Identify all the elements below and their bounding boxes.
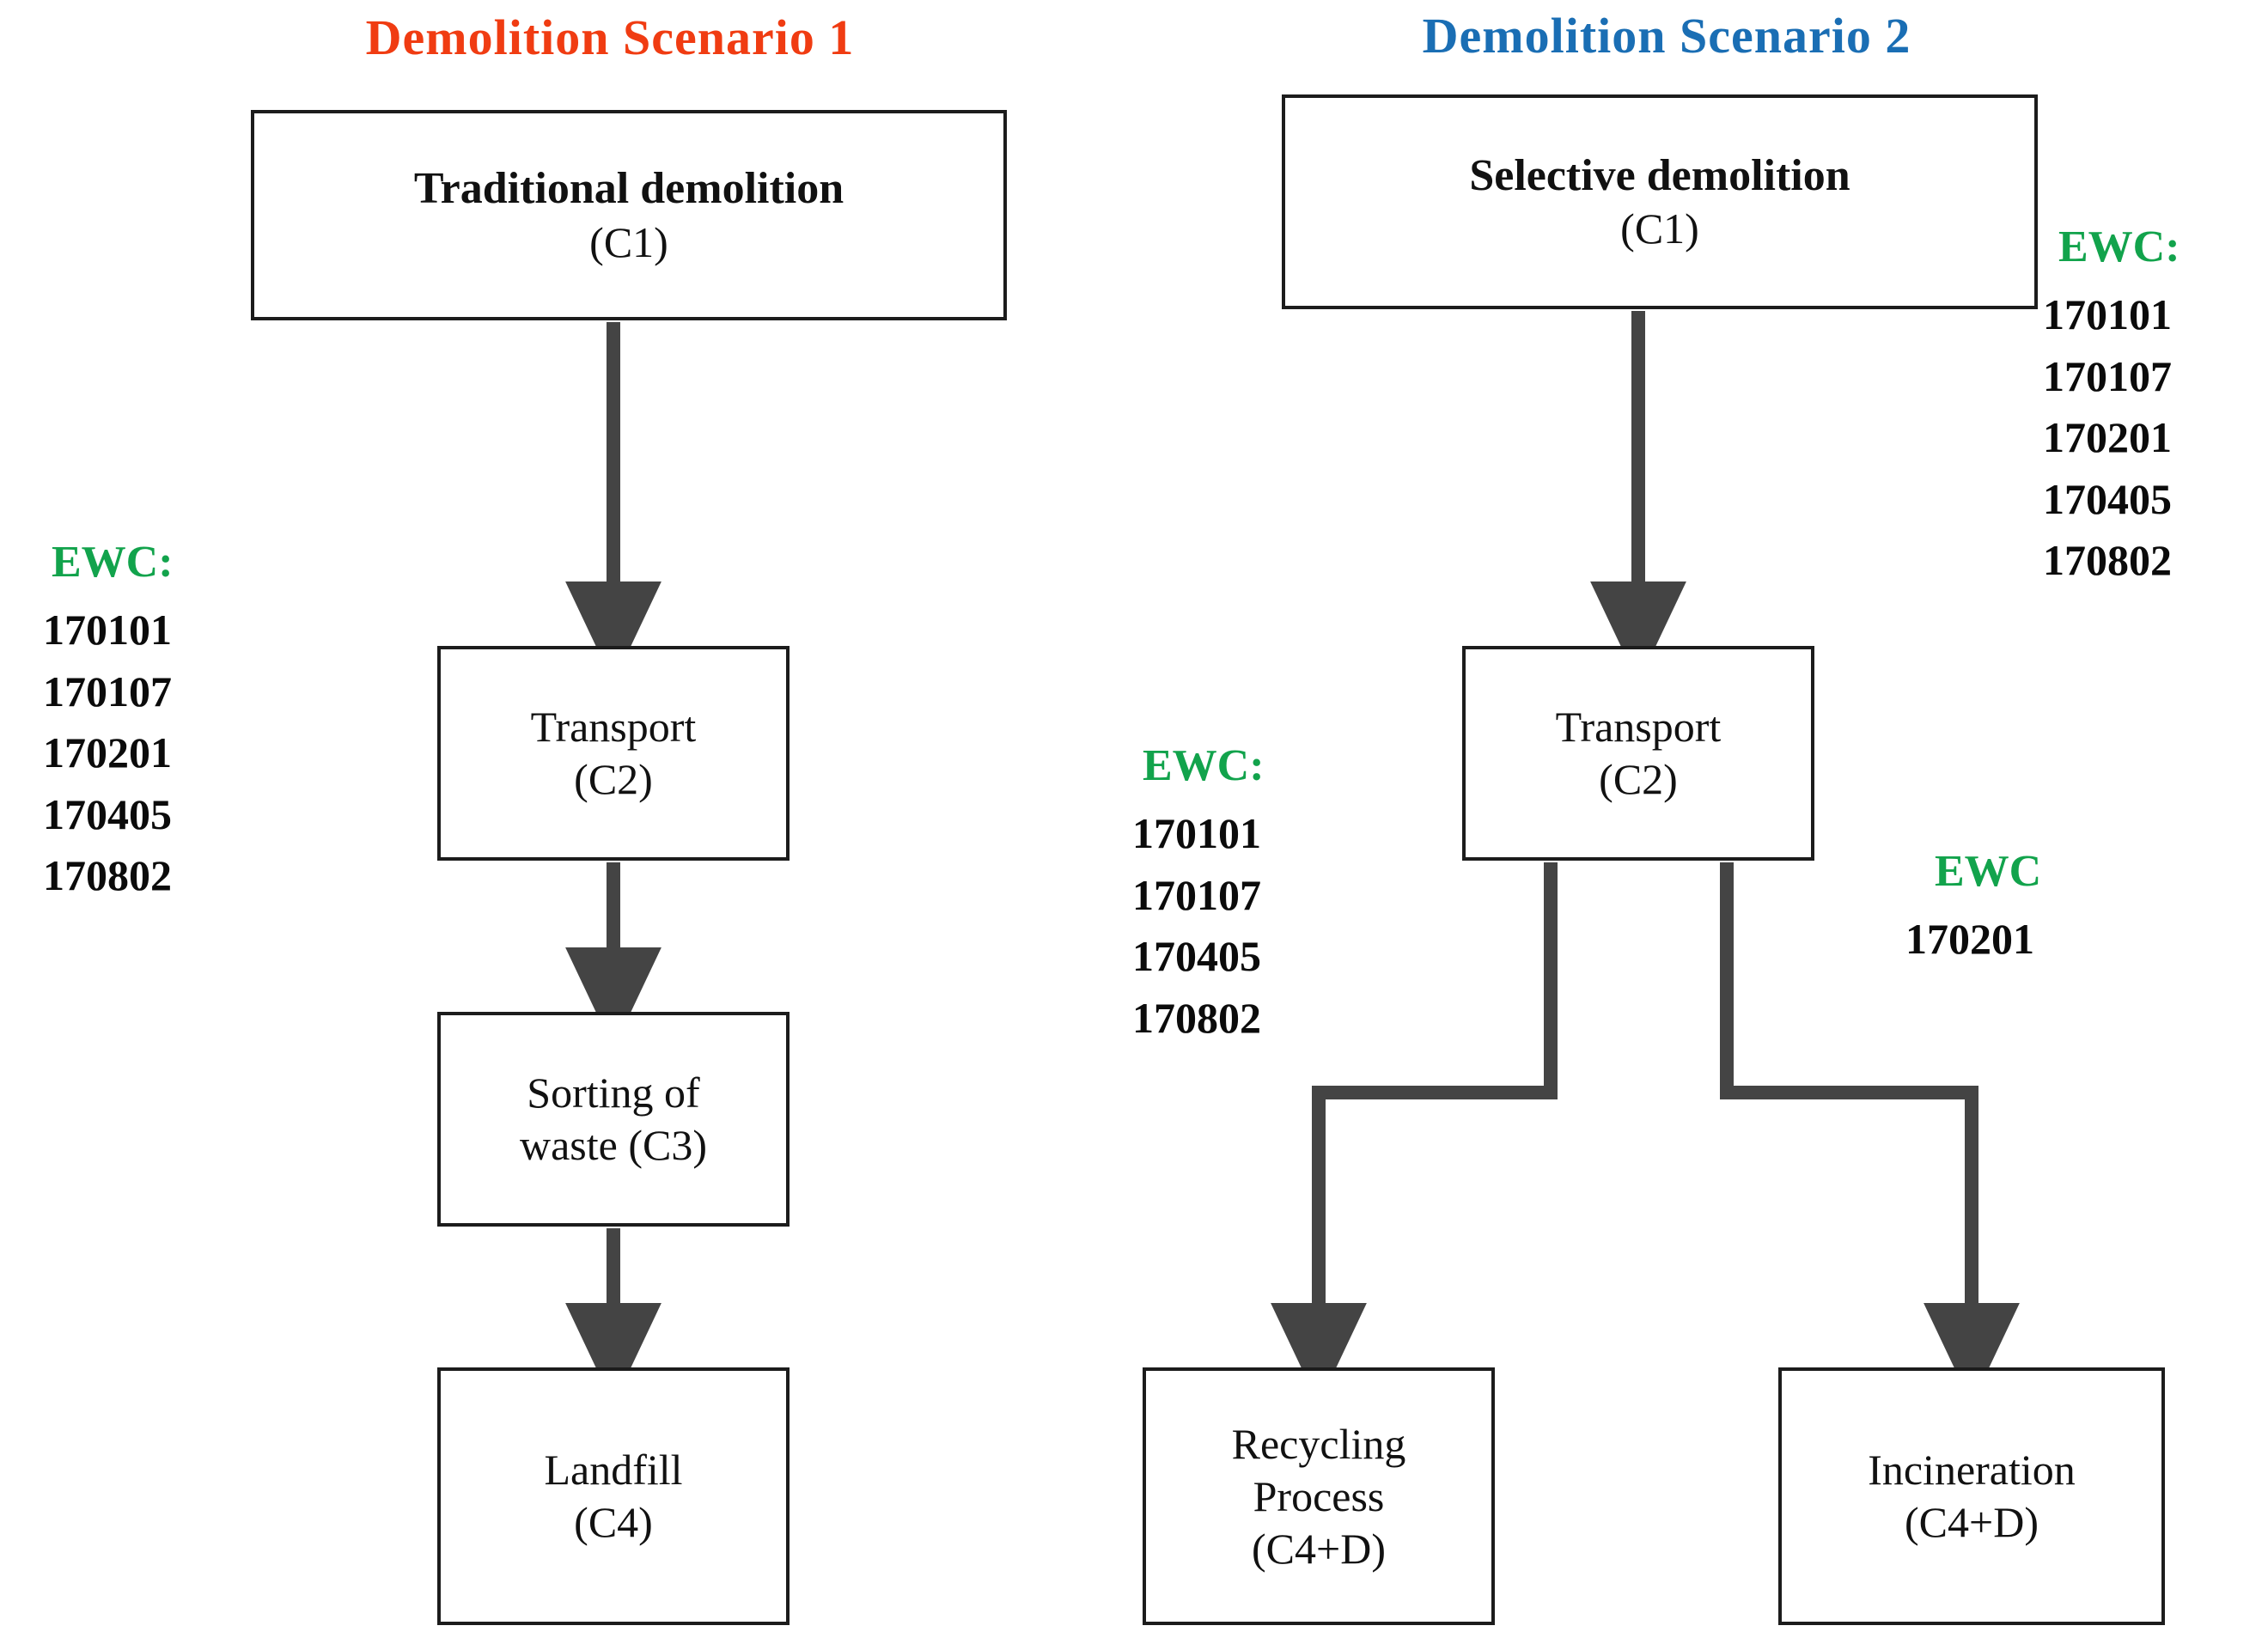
node-landfill[interactable]: Landfill (C4): [437, 1367, 790, 1625]
ewc-code: 170405: [43, 789, 172, 838]
ewc-list-incineration: EWC 170201: [1905, 846, 2041, 971]
scenario-1-title: Demolition Scenario 1: [365, 9, 855, 65]
ewc-code: 170101: [1132, 809, 1261, 857]
node-label-line2: waste (C3): [520, 1121, 707, 1169]
node-s1-transport[interactable]: Transport (C2): [437, 646, 790, 861]
ewc-list-recycling: EWC: 170101 170107 170405 170802: [1132, 740, 1265, 1049]
ewc-code: 170201: [2043, 413, 2172, 461]
node-label-line1: Landfill: [544, 1446, 683, 1494]
node-s2-transport[interactable]: Transport (C2): [1462, 646, 1814, 861]
ewc-label: EWC:: [1143, 741, 1265, 790]
ewc-label: EWC: [1935, 847, 2042, 896]
node-incineration[interactable]: Incineration (C4+D): [1778, 1367, 2165, 1625]
ewc-code: 170802: [2043, 536, 2172, 584]
arrow-s2-c2-to-recycling: [1271, 862, 1558, 1405]
ewc-code: 170201: [43, 728, 172, 776]
node-traditional-demolition[interactable]: Traditional demolition (C1): [251, 110, 1007, 320]
node-label-line1: Sorting of: [527, 1069, 700, 1117]
ewc-code: 170107: [2043, 351, 2172, 400]
ewc-code: 170405: [1132, 932, 1261, 980]
node-label-line2: (C2): [574, 755, 653, 803]
node-label-line1: Selective demolition: [1469, 150, 1850, 200]
ewc-list-scenario1: EWC: 170101 170107 170201 170405 170802: [43, 537, 174, 907]
ewc-code: 170802: [1132, 993, 1261, 1042]
ewc-code: 170101: [2043, 290, 2172, 338]
node-label-line1: Recycling: [1231, 1419, 1406, 1468]
ewc-label: EWC:: [2058, 222, 2180, 271]
node-label-line2: Process: [1253, 1471, 1385, 1520]
ewc-code: 170101: [43, 606, 172, 654]
node-label-line2: (C4): [574, 1498, 653, 1546]
node-label-line2: (C1): [589, 217, 668, 266]
ewc-list-scenario2-input: EWC: 170101 170107 170201 170405 170802: [2043, 222, 2180, 592]
node-label-line2: (C4+D): [1905, 1498, 2039, 1546]
node-recycling-process[interactable]: Recycling Process (C4+D): [1143, 1367, 1495, 1625]
ewc-label: EWC:: [52, 538, 174, 587]
node-sorting-of-waste[interactable]: Sorting of waste (C3): [437, 1012, 790, 1227]
node-label-line2: (C1): [1620, 204, 1699, 253]
node-label-line2: (C2): [1599, 755, 1678, 803]
node-label-line1: Traditional demolition: [413, 164, 844, 214]
ewc-code: 170107: [43, 667, 172, 715]
node-selective-demolition[interactable]: Selective demolition (C1): [1282, 94, 2038, 309]
node-label-line1: Transport: [1555, 703, 1722, 751]
ewc-code: 170405: [2043, 474, 2172, 523]
ewc-code: 170107: [1132, 870, 1261, 919]
scenario-2-title: Demolition Scenario 2: [1422, 8, 1911, 64]
ewc-code: 170201: [1905, 915, 2034, 963]
ewc-code: 170802: [43, 851, 172, 899]
node-label-line1: Incineration: [1868, 1446, 2076, 1494]
node-label-line3: (C4+D): [1252, 1524, 1386, 1573]
node-label-line1: Transport: [530, 703, 697, 751]
